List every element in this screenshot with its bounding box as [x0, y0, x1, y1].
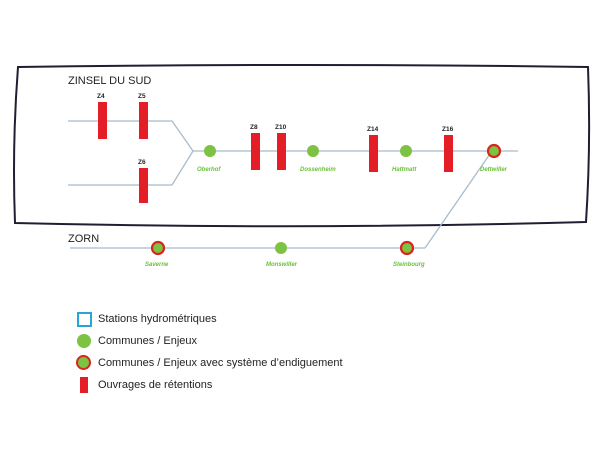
retention-z14-label: Z14 [367, 126, 379, 133]
legend-label-retention: Ouvrages de rétentions [98, 379, 213, 391]
retention-z6-label: Z6 [138, 159, 146, 166]
commune-symbol-icon [76, 333, 92, 349]
retention-works: Z4 Z5 Z6 Z8 Z10 Z14 Z16 [97, 93, 454, 203]
commune-oberhof-label: Oberhof [197, 167, 221, 173]
commune-hattmatt-label: Hattmatt [392, 167, 417, 173]
communes: Oberhof Dossenheim Hattmatt Dettwiller S… [145, 143, 508, 268]
legend-item-retention: Ouvrages de rétentions [76, 374, 343, 396]
retention-z8-label: Z8 [250, 124, 258, 131]
zinsel-upper-branch [68, 120, 194, 152]
retention-z4-label: Z4 [97, 93, 105, 100]
zorn-zinsel-connector [424, 150, 493, 249]
legend-label-commune-diked: Communes / Enjeux avec système d’endigue… [98, 357, 343, 369]
commune-saverne-label: Saverne [145, 262, 169, 268]
commune-dettwiller-marker [486, 143, 502, 159]
diked-commune-symbol-icon [76, 355, 92, 371]
retention-z16-label: Z16 [442, 126, 454, 133]
retention-z10-label: Z10 [275, 124, 287, 131]
legend-label-station: Stations hydrométriques [98, 313, 217, 325]
retention-symbol-icon [76, 377, 92, 393]
legend: Stations hydrométriques Communes / Enjeu… [76, 308, 343, 396]
zinsel-basin-frame [13, 64, 591, 228]
retention-z5-label: Z5 [138, 93, 146, 100]
commune-steinbourg-label: Steinbourg [393, 262, 425, 268]
retention-z4 [98, 102, 107, 139]
commune-dossenheim-label: Dossenheim [300, 167, 336, 173]
legend-item-commune: Communes / Enjeux [76, 330, 343, 352]
zorn-basin-title: ZORN [68, 233, 99, 245]
retention-z8 [251, 133, 260, 170]
zinsel-lower-branch [68, 150, 194, 186]
retention-z6 [139, 168, 148, 203]
legend-label-commune: Communes / Enjeux [98, 335, 198, 347]
zinsel-basin-title: ZINSEL DU SUD [68, 75, 151, 87]
retention-z16 [444, 135, 453, 172]
commune-dettwiller-label: Dettwiller [480, 167, 508, 173]
commune-dossenheim-marker [307, 145, 319, 157]
commune-monswiller-marker [275, 242, 287, 254]
commune-monswiller-label: Monswiller [266, 262, 298, 268]
commune-saverne-marker [150, 240, 166, 256]
legend-item-station: Stations hydrométriques [76, 308, 343, 330]
legend-item-commune-diked: Communes / Enjeux avec système d’endigue… [76, 352, 343, 374]
commune-hattmatt-marker [400, 145, 412, 157]
retention-z5 [139, 102, 148, 139]
station-symbol-icon [76, 311, 92, 327]
commune-oberhof-marker [204, 145, 216, 157]
retention-z10 [277, 133, 286, 170]
commune-steinbourg-marker [399, 240, 415, 256]
retention-z14 [369, 135, 378, 172]
